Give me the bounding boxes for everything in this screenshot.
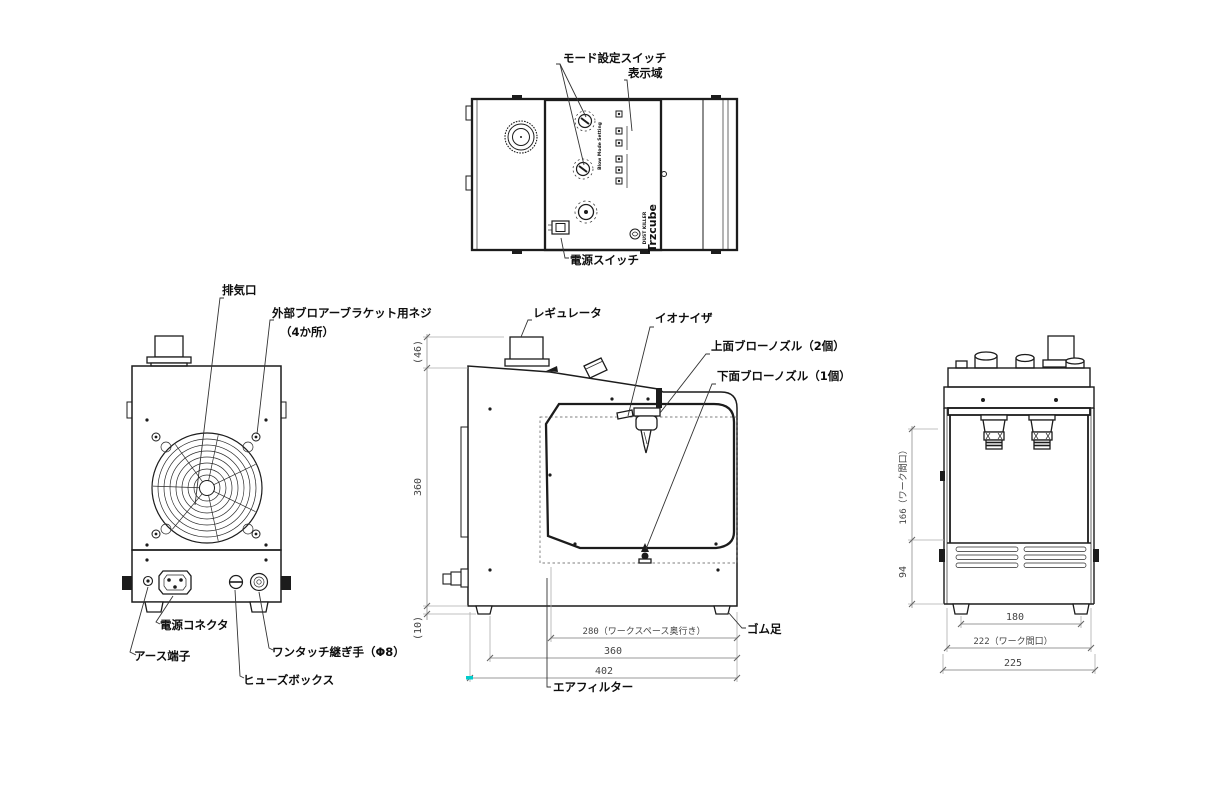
regulator-side (509, 336, 544, 361)
back-bottom-band (131, 549, 282, 603)
fuse-box[interactable] (228, 574, 244, 590)
regulator-top-knob (504, 120, 538, 154)
ionizer-bar (616, 409, 634, 420)
front-top-fittings (955, 335, 1085, 369)
side-foot-left (475, 605, 493, 615)
back-view-callouts: 排気口 外部ブロアーブラケット用ネジ （4か所） 電源コネクタ アース端子 ワン… (129, 283, 432, 687)
louver-vents (955, 546, 1087, 568)
chassis-tabs (512, 95, 721, 254)
regulator-back (154, 335, 184, 358)
dim-height-body: 360 (413, 478, 424, 496)
callout-display-area: 表示域 (627, 66, 663, 80)
workspace-envelope (539, 416, 738, 564)
callout-power-connector: 電源コネクタ (160, 618, 229, 632)
front-side-columns (939, 408, 1099, 604)
dim-depth-workspace: 280（ワークスペース奥行き） (583, 625, 706, 637)
callout-power-switch: 電源スイッチ (570, 253, 639, 267)
side-foot-right (713, 605, 731, 615)
back-body (131, 365, 282, 551)
dim-width-total: 225 (1004, 658, 1022, 669)
earth-terminal[interactable] (142, 575, 154, 587)
dim-height-opening: 166（ワーク間口） (898, 445, 909, 524)
brand-small: DUST KILLER (642, 211, 648, 244)
front-nozzle-left (980, 414, 1008, 450)
dim-width-feet: 180 (1006, 612, 1024, 623)
side-view-callouts: レギュレータ イオナイザ 上面ブローノズル（2個） 下面ブローノズル（1個） ゴ… (520, 306, 851, 694)
front-foot-right (1072, 603, 1090, 615)
control-panel (543, 98, 663, 252)
back-feet (144, 601, 269, 613)
flow-knob[interactable] (574, 200, 598, 224)
side-vertical-dims: (46) 360 (10) (413, 333, 504, 640)
power-switch[interactable] (548, 220, 570, 235)
back-view: 排気口 外部ブロアーブラケット用ネジ （4か所） 電源コネクタ アース端子 ワン… (122, 283, 432, 687)
top-view-body (470, 97, 739, 252)
callout-regulator: レギュレータ (533, 306, 602, 320)
front-vertical-dims: 166（ワーク間口） 94 (898, 425, 944, 608)
callout-lower-nozzle: 下面ブローノズル（1個） (717, 369, 851, 383)
rear-fitting (442, 568, 469, 588)
callout-bracket-screws-2: （4か所） (280, 325, 334, 339)
top-view: Blow Mode Setting DUST KILLER Trzc (465, 51, 739, 267)
side-horizontal-dims: 280（ワークスペース奥行き） 360 402 (466, 567, 741, 682)
dim-depth-body: 360 (604, 646, 622, 657)
dim-depth-total: 402 (595, 666, 613, 677)
dim-height-base: 94 (898, 566, 909, 578)
display-leds (615, 110, 628, 188)
callout-rubber-foot: ゴム足 (747, 622, 782, 636)
front-nozzle-right (1028, 414, 1056, 450)
front-horizontal-dims: 180 222（ワーク間口） 225 (939, 608, 1099, 674)
workspace-opening (544, 402, 736, 550)
accent-mark (466, 676, 473, 680)
brand-logo: DUST KILLER Trzcube (629, 204, 659, 252)
front-head (947, 367, 1091, 388)
panel-lock-screw (661, 171, 667, 177)
side-body (467, 365, 738, 607)
callout-upper-nozzle: 上面ブローノズル（2個） (711, 339, 845, 353)
callout-exhaust-port: 排気口 (222, 283, 257, 297)
dim-width-opening: 222（ワーク間口） (973, 636, 1052, 647)
callout-ionizer: イオナイザ (655, 311, 713, 325)
callout-mode-switch: モード設定スイッチ (563, 51, 667, 65)
callout-earth-terminal: アース端子 (134, 649, 191, 663)
callout-one-touch-fitting: ワンタッチ継ぎ手（Φ8） (272, 645, 405, 659)
top-view-callouts: モード設定スイッチ 表示域 電源スイッチ (556, 51, 667, 267)
brand-large: Trzcube (646, 204, 659, 252)
callout-air-filter: エアフィルター (553, 680, 633, 694)
side-view: (46) 360 (10) 280（ワークスペース奥行き） 360 402 レギ… (413, 306, 851, 694)
fan-guard (151, 432, 263, 544)
one-touch-fitting[interactable] (249, 572, 269, 592)
callout-bracket-screws-1: 外部ブロアーブラケット用ネジ (271, 306, 432, 320)
ac-inlet[interactable] (158, 570, 192, 595)
mode-knob-a[interactable] (574, 110, 596, 132)
ionizer-inlet-box (583, 357, 608, 379)
front-view: 166（ワーク間口） 94 180 222（ワーク間口） 225 (898, 335, 1099, 674)
dim-height-top: (46) (413, 340, 424, 364)
front-nozzles (980, 414, 1056, 450)
upper-nozzle-side (633, 407, 661, 454)
lower-nozzle-side (638, 543, 652, 564)
knob-caption: Blow Mode Setting (597, 122, 603, 170)
led-indicator (615, 110, 623, 118)
front-foot-left (952, 603, 970, 615)
regulator-front (1047, 335, 1075, 361)
dim-height-foot: (10) (413, 616, 424, 640)
callout-fuse-box: ヒューズボックス (243, 673, 334, 687)
bracket-screws (151, 432, 261, 539)
